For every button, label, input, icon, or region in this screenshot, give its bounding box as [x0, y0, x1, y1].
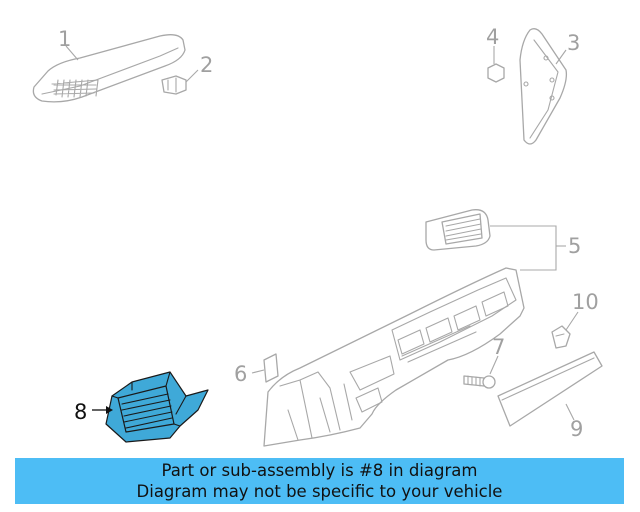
callout-8: 8	[74, 400, 87, 424]
callout-7: 7	[492, 335, 505, 359]
part-2-clip[interactable]	[161, 69, 199, 95]
part-1-panel[interactable]	[32, 34, 186, 103]
part-10-clip[interactable]	[551, 311, 579, 349]
info-banner: Part or sub-assembly is #8 in diagram Di…	[15, 458, 624, 504]
banner-line-2: Diagram may not be specific to your vehi…	[136, 482, 503, 501]
part-9-trim-strip[interactable]	[497, 351, 603, 427]
callout-10: 10	[572, 290, 599, 314]
callout-9: 9	[570, 417, 583, 441]
callout-3: 3	[567, 31, 580, 55]
part-4-clip[interactable]	[487, 46, 505, 83]
callout-5: 5	[568, 234, 581, 258]
banner-line-1: Part or sub-assembly is #8 in diagram	[161, 461, 478, 480]
part-6-bracket[interactable]	[251, 353, 279, 383]
part-8-air-vent-highlighted[interactable]	[92, 371, 209, 443]
instrument-panel-carrier[interactable]	[263, 267, 525, 447]
part-3-side-trim[interactable]	[519, 28, 568, 145]
callout-2: 2	[200, 53, 213, 77]
part-5-vent-upper[interactable]	[425, 209, 566, 271]
callout-6: 6	[234, 362, 247, 386]
callout-4: 4	[486, 25, 499, 49]
callout-1: 1	[58, 27, 71, 51]
part-7-screw[interactable]	[463, 355, 499, 389]
